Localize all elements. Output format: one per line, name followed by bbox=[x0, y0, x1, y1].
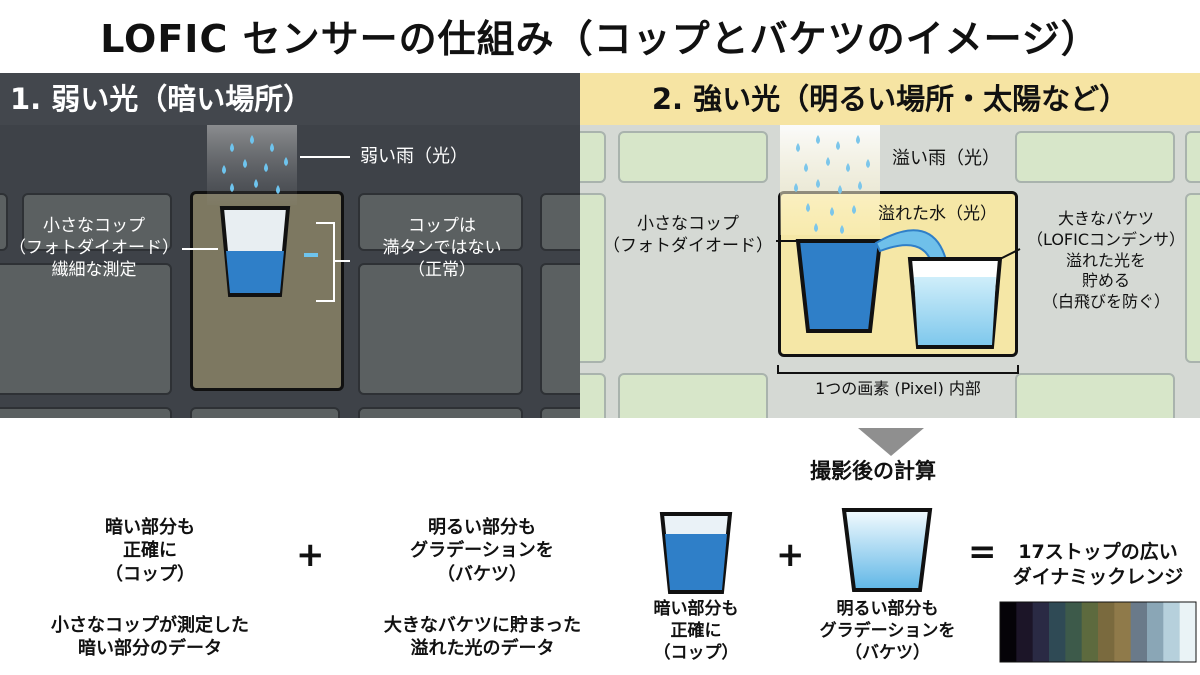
pixel-cell bbox=[1185, 193, 1200, 363]
dynamic-range-strip bbox=[999, 601, 1197, 663]
range-swatch bbox=[1081, 602, 1099, 662]
cup-status-label: コップは 満タンではない （正常） bbox=[382, 216, 502, 281]
pixel-cell bbox=[358, 407, 523, 418]
right-term-desc: 大きなバケツに貯まった 溢れた光のデータ bbox=[383, 615, 582, 660]
pixel-cell bbox=[580, 193, 606, 363]
plus-sign: + bbox=[776, 535, 805, 575]
pixel-cell bbox=[540, 193, 580, 251]
result-cup-water bbox=[665, 534, 727, 590]
range-swatch bbox=[1098, 602, 1115, 662]
pixel-cell bbox=[1015, 131, 1175, 183]
pixel-cell bbox=[1015, 373, 1175, 418]
pixel-cell bbox=[190, 407, 340, 418]
plus-sign: + bbox=[296, 535, 325, 575]
left-term-desc: 小さなコップが測定した 暗い部分のデータ bbox=[51, 615, 249, 660]
calc-heading: 撮影後の計算 bbox=[810, 459, 936, 483]
weak-light-heading: 1. 弱い光（暗い場所） bbox=[0, 73, 580, 125]
pixel-cell bbox=[1185, 131, 1200, 183]
bucket-water bbox=[914, 277, 996, 345]
range-strip-border bbox=[999, 601, 1197, 663]
result-cup-caption: 暗い部分も 正確に （コップ） bbox=[653, 599, 739, 664]
pixel-cell bbox=[618, 373, 768, 418]
pixel-cell bbox=[580, 373, 606, 418]
pixel-cell bbox=[618, 131, 768, 183]
pixel-cell bbox=[0, 263, 172, 395]
bucket-pointer-line bbox=[999, 248, 1021, 260]
small-cup-label: 小さなコップ （フォトダイオード） bbox=[603, 214, 773, 257]
pixel-cell bbox=[540, 407, 580, 418]
result-bucket-icon bbox=[841, 508, 933, 592]
result-label: 17ストップの広い ダイナミックレンジ bbox=[1012, 541, 1184, 588]
light-beam bbox=[780, 125, 880, 235]
page-title: LOFIC センサーの仕組み（コップとバケツのイメージ） bbox=[100, 17, 1100, 61]
range-swatch bbox=[1049, 602, 1066, 662]
bucket-label: 大きなバケツ （LOFICコンデンサ） 溢れた光を 貯める （白飛びを防ぐ） bbox=[1026, 209, 1186, 312]
range-swatch bbox=[1147, 602, 1164, 662]
level-bracket bbox=[316, 222, 335, 302]
left-term-title: 暗い部分も 正確に （コップ） bbox=[105, 517, 195, 585]
pixel-label: 1つの画素 (Pixel) 内部 bbox=[815, 379, 981, 398]
strong-light-graphics bbox=[776, 125, 1021, 374]
small-cup-label: 小さなコップ （フォトダイオード） 繊細な測定 bbox=[9, 216, 179, 281]
right-term-title: 明るい部分も グラデーションを （バケツ） bbox=[410, 517, 554, 585]
weak-rain-label: 弱い雨（光） bbox=[360, 146, 468, 167]
range-swatch bbox=[1114, 602, 1132, 662]
strong-light-heading: 2. 強い光（明るい場所・太陽など） bbox=[580, 73, 1200, 125]
strong-rain-label: 溢い雨（光） bbox=[892, 148, 1000, 169]
rain-drops-icon bbox=[794, 135, 870, 234]
strong-light-panel: 2. 強い光（明るい場所・太陽など） 溢い雨（光） 溢れた水（光） 小さなコップ… bbox=[580, 73, 1200, 418]
cup-water bbox=[226, 251, 284, 293]
range-swatch bbox=[1130, 602, 1148, 662]
range-swatch bbox=[1163, 602, 1181, 662]
weak-light-graphics bbox=[182, 125, 350, 302]
result-bucket-caption: 明るい部分も グラデーションを （バケツ） bbox=[819, 599, 956, 664]
pixel-bracket bbox=[777, 365, 1019, 374]
pixel-cell bbox=[22, 193, 172, 251]
small-cup-full-icon bbox=[795, 239, 883, 333]
overflow-label: 溢れた水（光） bbox=[878, 204, 997, 224]
pixel-cell bbox=[580, 131, 606, 183]
calc-graphics bbox=[659, 428, 1197, 663]
pixel-cell bbox=[0, 407, 172, 418]
equals-sign: = bbox=[968, 532, 997, 572]
down-arrow-icon bbox=[858, 428, 924, 456]
pixel-cell bbox=[358, 263, 523, 395]
level-marker bbox=[304, 253, 318, 257]
weak-light-panel: 1. 弱い光（暗い場所） 弱い雨（光） 小さなコップ （フォトダイオード） 繊細… bbox=[0, 73, 580, 418]
range-swatch bbox=[1016, 602, 1034, 662]
pixel-cell bbox=[540, 263, 580, 395]
range-swatch bbox=[1032, 602, 1050, 662]
pixel-cell bbox=[0, 193, 8, 251]
pixel-cell bbox=[358, 193, 523, 251]
range-swatch bbox=[1065, 602, 1083, 662]
range-swatch bbox=[1179, 602, 1197, 662]
range-swatch bbox=[1000, 602, 1017, 662]
